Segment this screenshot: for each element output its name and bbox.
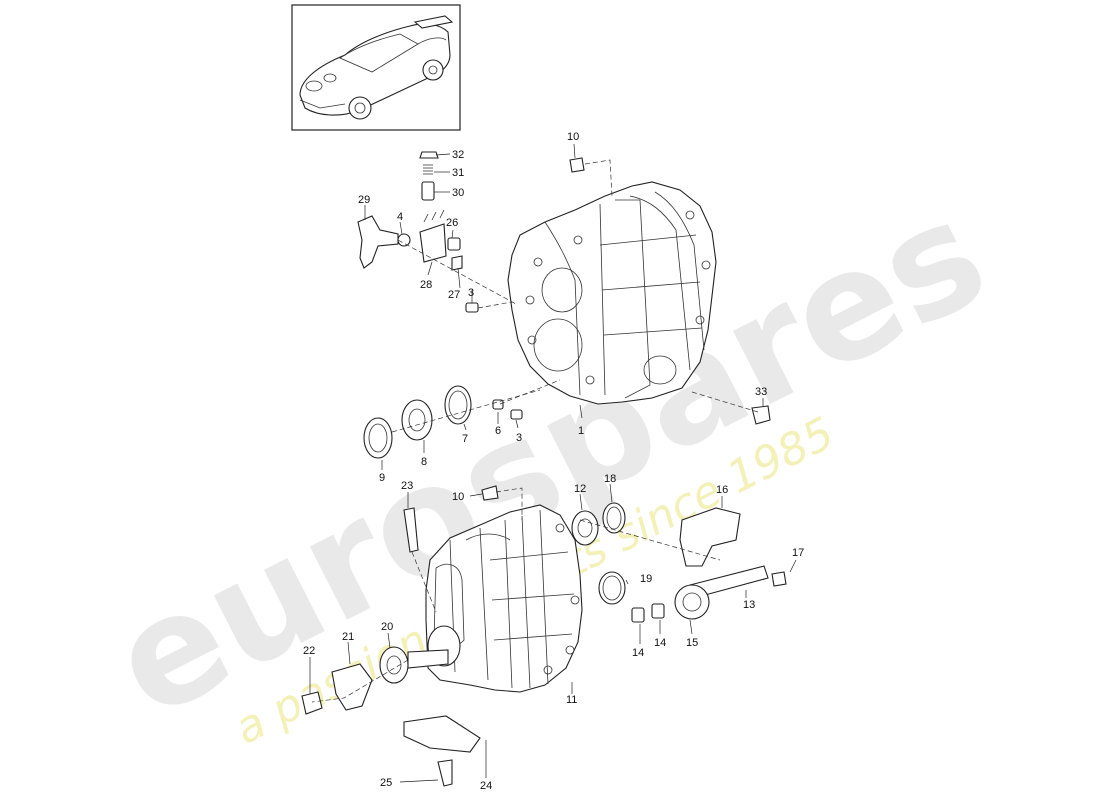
callout-32[interactable]: 32 [452, 149, 464, 161]
callout-10b[interactable]: 10 [452, 491, 464, 503]
callout-26[interactable]: 26 [446, 217, 458, 229]
callout-17[interactable]: 17 [792, 547, 804, 559]
bolt-10a[interactable] [569, 157, 585, 173]
callout-23[interactable]: 23 [401, 480, 413, 492]
sleeve-3a[interactable] [465, 302, 479, 313]
bolt-17[interactable] [771, 571, 787, 587]
callout-4[interactable]: 4 [397, 211, 403, 223]
callout-8[interactable]: 8 [421, 456, 427, 468]
sensor-23[interactable] [403, 507, 419, 553]
callout-21[interactable]: 21 [342, 631, 354, 643]
callout-33[interactable]: 33 [755, 386, 767, 398]
plug-33[interactable] [751, 405, 771, 425]
callout-9[interactable]: 9 [379, 472, 385, 484]
callout-24[interactable]: 24 [480, 780, 492, 792]
leader-lines [309, 143, 797, 783]
callout-31[interactable]: 31 [452, 167, 464, 179]
callout-19[interactable]: 19 [640, 573, 652, 585]
bracket-28[interactable] [419, 223, 447, 263]
circlip-18[interactable] [602, 502, 626, 534]
gear-15[interactable] [674, 584, 710, 620]
callout-28[interactable]: 28 [420, 279, 432, 291]
bolt-10b[interactable] [481, 485, 499, 501]
callout-20[interactable]: 20 [381, 621, 393, 633]
callout-3b[interactable]: 3 [516, 432, 522, 444]
ring-9[interactable] [363, 417, 393, 459]
intermediate-housing[interactable] [407, 504, 583, 693]
callout-labels: 1 3 3 4 6 7 8 9 10 10 11 12 13 14 14 15 … [303, 131, 804, 792]
callout-14b[interactable]: 14 [654, 637, 666, 649]
vehicle-thumbnail[interactable] [291, 4, 461, 131]
car-icon [299, 15, 454, 120]
clip-27[interactable] [451, 255, 463, 271]
bearing-14a[interactable] [631, 607, 645, 623]
small-parts-upper [357, 151, 479, 313]
rings-and-bearings [301, 157, 787, 787]
callout-29[interactable]: 29 [358, 194, 370, 206]
callout-1[interactable]: 1 [578, 425, 584, 437]
bearing-8[interactable] [401, 399, 433, 441]
callout-11[interactable]: 11 [566, 694, 577, 706]
bearing-20[interactable] [379, 646, 409, 684]
sleeve-3b[interactable] [510, 409, 523, 420]
callout-25[interactable]: 25 [380, 777, 392, 789]
callout-27[interactable]: 27 [448, 289, 460, 301]
callout-14a[interactable]: 14 [632, 647, 644, 659]
housing-16[interactable] [679, 507, 741, 567]
callout-15[interactable]: 15 [686, 637, 698, 649]
lever-29[interactable] [357, 215, 399, 269]
bracket-24[interactable] [403, 715, 481, 753]
callout-22[interactable]: 22 [303, 645, 315, 657]
bush-26[interactable] [447, 237, 461, 251]
callout-3a[interactable]: 3 [468, 287, 474, 299]
bolt-25[interactable] [437, 759, 453, 787]
callout-7[interactable]: 7 [462, 433, 468, 445]
bearing-12[interactable] [571, 510, 599, 546]
callout-16[interactable]: 16 [716, 484, 728, 496]
callout-18[interactable]: 18 [604, 473, 616, 485]
callout-6[interactable]: 6 [495, 425, 501, 437]
sleeve-6[interactable] [492, 399, 504, 410]
plug-32[interactable] [419, 151, 439, 159]
nut-22[interactable] [301, 691, 323, 715]
callout-12[interactable]: 12 [574, 483, 586, 495]
callout-30[interactable]: 30 [452, 187, 464, 199]
callout-13[interactable]: 13 [743, 599, 755, 611]
transmission-case[interactable] [507, 181, 717, 405]
seal-4[interactable] [397, 233, 411, 247]
sleeve-30[interactable] [421, 181, 435, 201]
bearing-14b[interactable] [651, 603, 665, 619]
callout-10a[interactable]: 10 [567, 131, 579, 143]
